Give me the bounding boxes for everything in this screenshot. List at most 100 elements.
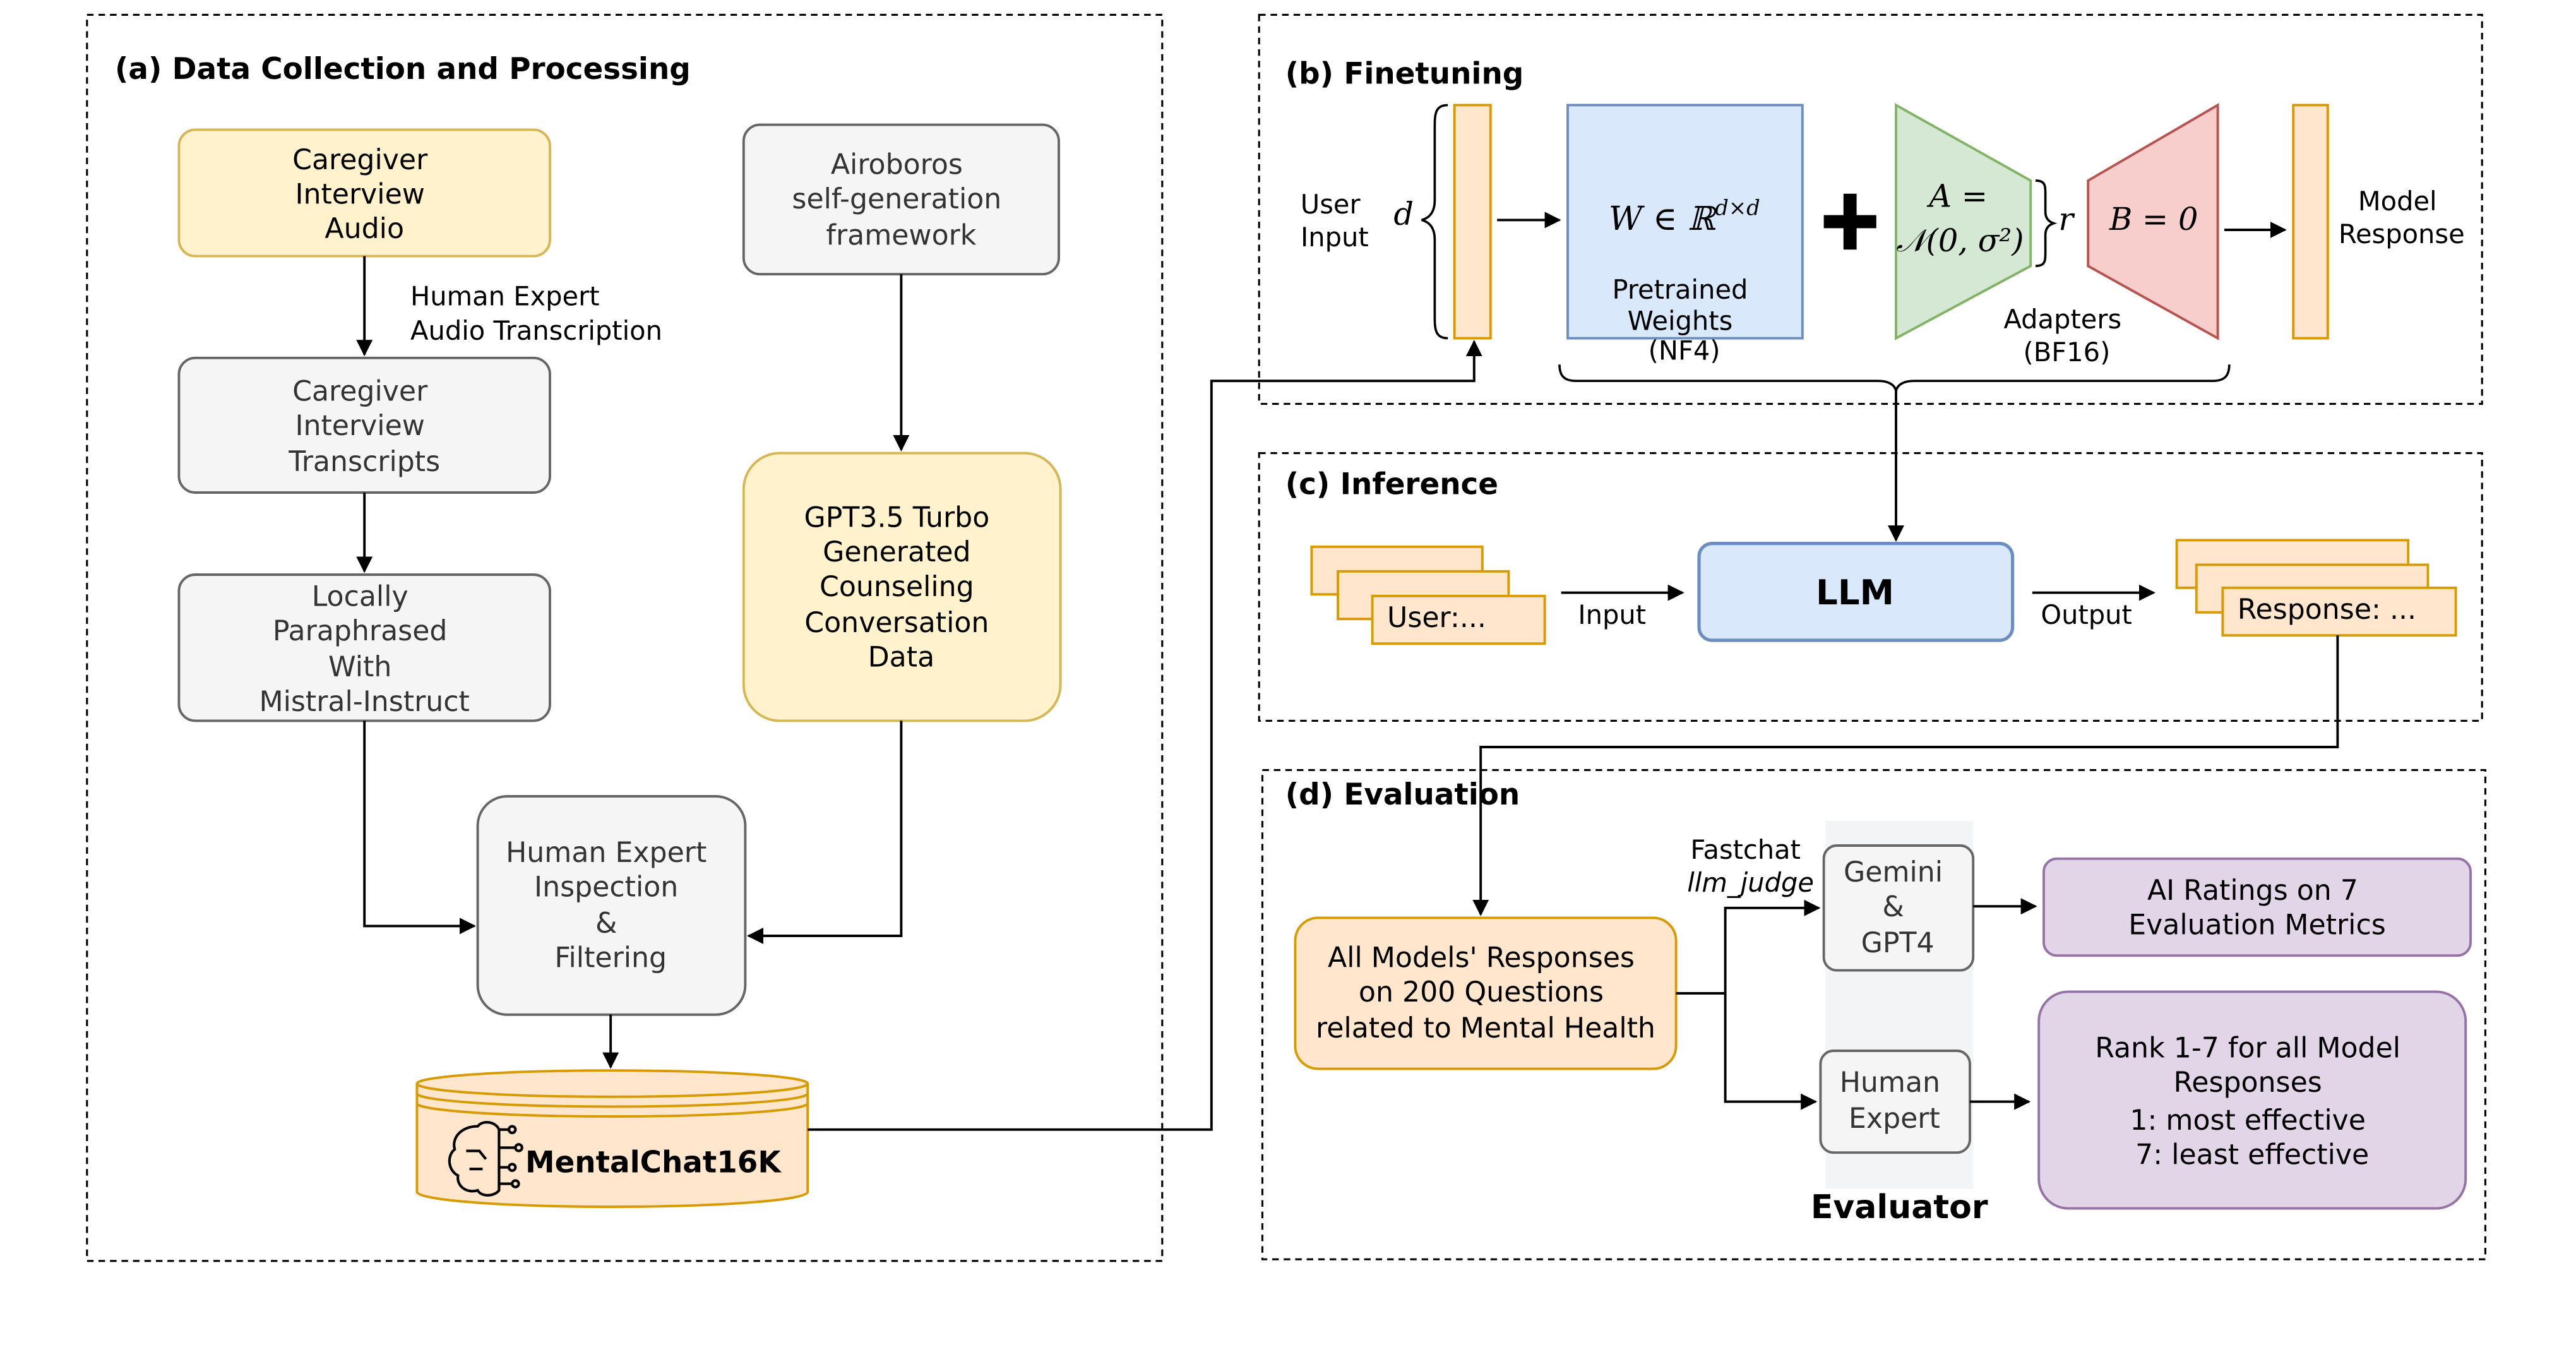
- svg-text:Model Response: Model Response: [2339, 186, 2465, 249]
- gemini-gpt4-node: [1822, 844, 1975, 972]
- svg-text:Human Expert: Human Expert: [1840, 1067, 1949, 1135]
- gpt-generated-node: [742, 452, 1062, 722]
- svg-text:Caregiver Interview: Caregiver Interview Transcripts: [288, 375, 440, 478]
- merge-brace: [1558, 364, 2231, 392]
- inspection-line-1: Human Expert: [506, 837, 707, 869]
- gemini-line-2: &: [1882, 891, 1904, 923]
- mentalchat-dataset-node: [415, 1069, 809, 1208]
- gpt-line-1: GPT3.5 Turbo: [804, 502, 990, 534]
- rank-line-4: 7: least effective: [2135, 1139, 2369, 1171]
- adapter-a-eq-line-2: 𝒩(0, σ²): [1896, 222, 2024, 259]
- responses-line-2: on 200 Questions: [1359, 976, 1604, 1008]
- transcripts-line-3: Transcripts: [288, 446, 440, 478]
- brain-circuit-icon: [448, 1121, 523, 1197]
- rank-node: [2037, 990, 2467, 1210]
- weight-equation: W ∈ ℝ: [1609, 200, 1717, 238]
- transcription-label-line-1: Human Expert: [410, 281, 600, 312]
- user-stack-card-3: [1371, 594, 1546, 645]
- plus-sign: [1823, 193, 1876, 250]
- svg-text:Human Expert Inspection: Human Expert Inspection & Filtering: [506, 837, 715, 974]
- fastchat-label: Fastchat: [1690, 834, 1801, 865]
- svg-text:Rank 1-7 for all Model R: Rank 1-7 for all Model Responses 1: most…: [2095, 1032, 2409, 1171]
- user-input-line-1: User: [1301, 189, 1361, 220]
- svg-text:W ∈ ℝd×d: W ∈ ℝd×d: [1609, 196, 1760, 238]
- arrow-dataset-to-user-input: [808, 340, 1482, 1131]
- arrow-responses-to-human: [1724, 993, 1818, 1110]
- adapters-line-1: Adapters: [2003, 304, 2121, 335]
- airoboros-line-2: self-generation: [792, 183, 1001, 215]
- transcripts-line-1: Caregiver: [292, 375, 428, 407]
- arrow-gpt-to-inspection: [746, 721, 903, 944]
- svg-text:All Models' Responses on: All Models' Responses on 200 Questions r…: [1316, 942, 1655, 1044]
- arrow-paraphrased-to-inspection: [363, 721, 476, 935]
- llm-judge-label: llm_judge: [1687, 867, 1814, 898]
- section-a-title: (a) Data Collection and Processing: [115, 52, 691, 87]
- svg-text:Caregiver Interview: Caregiver Interview Audio: [292, 144, 436, 245]
- transcripts-line-2: Interview: [295, 410, 424, 442]
- dataset-label: MentalChat16K: [525, 1146, 782, 1180]
- adapter-a-eq-line-1: A =: [1926, 178, 1988, 215]
- adapters-line-2: (BF16): [2023, 337, 2110, 368]
- rank-brace: [2035, 179, 2058, 268]
- human-line-1: Human: [1840, 1067, 1940, 1099]
- dimension-d-label: d: [1393, 196, 1414, 232]
- gpt-line-5: Data: [868, 642, 935, 674]
- user-input-line-2: Input: [1301, 222, 1369, 253]
- gpt-line-3: Counseling: [820, 571, 974, 603]
- airoboros-line-3: framework: [826, 219, 976, 251]
- adapter-b-equation: B = 0: [2109, 201, 2198, 237]
- svg-text:Airoboros self-generatio: Airoboros self-generation framework: [792, 149, 1010, 252]
- paraphrased-line-1: Locally: [312, 580, 408, 613]
- arrow-response-to-evaluation: [1472, 635, 2339, 916]
- svg-text:Pretrained Weights: Pretrained Weights (NF4): [1613, 274, 1756, 366]
- ai-ratings-line-1: AI Ratings on 7: [2147, 875, 2358, 907]
- section-b-title: (b) Finetuning: [1285, 57, 1524, 92]
- adapter-b-trapezoid: [2087, 103, 2219, 340]
- svg-text:AI Ratings on 7 Evaluati: AI Ratings on 7 Evaluation Metrics: [2128, 875, 2386, 942]
- caregiver-audio-line-3: Audio: [325, 213, 404, 245]
- section-c-title: (c) Inference: [1285, 468, 1498, 502]
- model-response-line-2: Response: [2339, 218, 2465, 249]
- inspection-node: [476, 795, 747, 1016]
- paraphrased-line-4: Mistral-Instruct: [259, 686, 469, 718]
- response-card-text: Response: ...: [2238, 594, 2416, 626]
- inspection-line-4: Filtering: [554, 942, 667, 974]
- paraphrased-node: [177, 573, 551, 722]
- evaluator-label: Evaluator: [1811, 1188, 1988, 1226]
- pretrained-line-1: Pretrained: [1613, 274, 1748, 305]
- paraphrased-line-2: Paraphrased: [273, 615, 448, 647]
- gemini-line-1: Gemini: [1844, 856, 1943, 888]
- weight-superscript: d×d: [1715, 196, 1760, 220]
- svg-text:A = 𝒩(0, σ²): A = 𝒩(0, σ²): [1896, 178, 2024, 259]
- caregiver-audio-line-2: Interview: [295, 178, 424, 210]
- ai-ratings-line-2: Evaluation Metrics: [2128, 909, 2386, 941]
- section-d-title: (d) Evaluation: [1285, 778, 1520, 812]
- pretrained-weights-box: [1566, 104, 1804, 340]
- dimension-brace: [1421, 104, 1448, 340]
- svg-text:Adapters (BF16): Adapters (BF16): [2003, 304, 2130, 368]
- rank-r-label: r: [2058, 201, 2075, 237]
- inspection-line-3: &: [595, 907, 617, 940]
- input-vector-bar: [1453, 104, 1492, 340]
- paraphrased-line-3: With: [328, 651, 391, 683]
- output-vector-bar: [2292, 104, 2329, 340]
- human-line-2: Expert: [1849, 1103, 1940, 1135]
- llm-label: LLM: [1816, 572, 1894, 613]
- svg-text:Human Expert Audio Trans: Human Expert Audio Transcription: [410, 281, 662, 347]
- svg-text:GPT3.5 Turbo Generated: GPT3.5 Turbo Generated Counseling Conver…: [804, 502, 999, 674]
- svg-text:Fastchat llm_judge: Fastchat llm_judge: [1687, 834, 1814, 898]
- pretrained-line-2: Weights: [1628, 306, 1733, 337]
- section-d-frame: [1261, 769, 2486, 1260]
- responses-line-3: related to Mental Health: [1316, 1012, 1655, 1044]
- inspection-line-2: Inspection: [534, 871, 678, 904]
- gpt-line-4: Conversation: [804, 607, 989, 639]
- rank-line-2: Responses: [2174, 1067, 2322, 1099]
- llm-node: [1697, 541, 2015, 642]
- caregiver-audio-line-1: Caregiver: [292, 144, 428, 176]
- response-stack-card-3: [2221, 586, 2457, 637]
- ai-ratings-node: [2042, 857, 2472, 957]
- svg-text:User Input: User Input: [1301, 189, 1369, 253]
- user-card-text: User:...: [1387, 602, 1486, 634]
- adapter-a-trapezoid: [1895, 103, 2032, 340]
- gemini-line-3: GPT4: [1861, 927, 1935, 959]
